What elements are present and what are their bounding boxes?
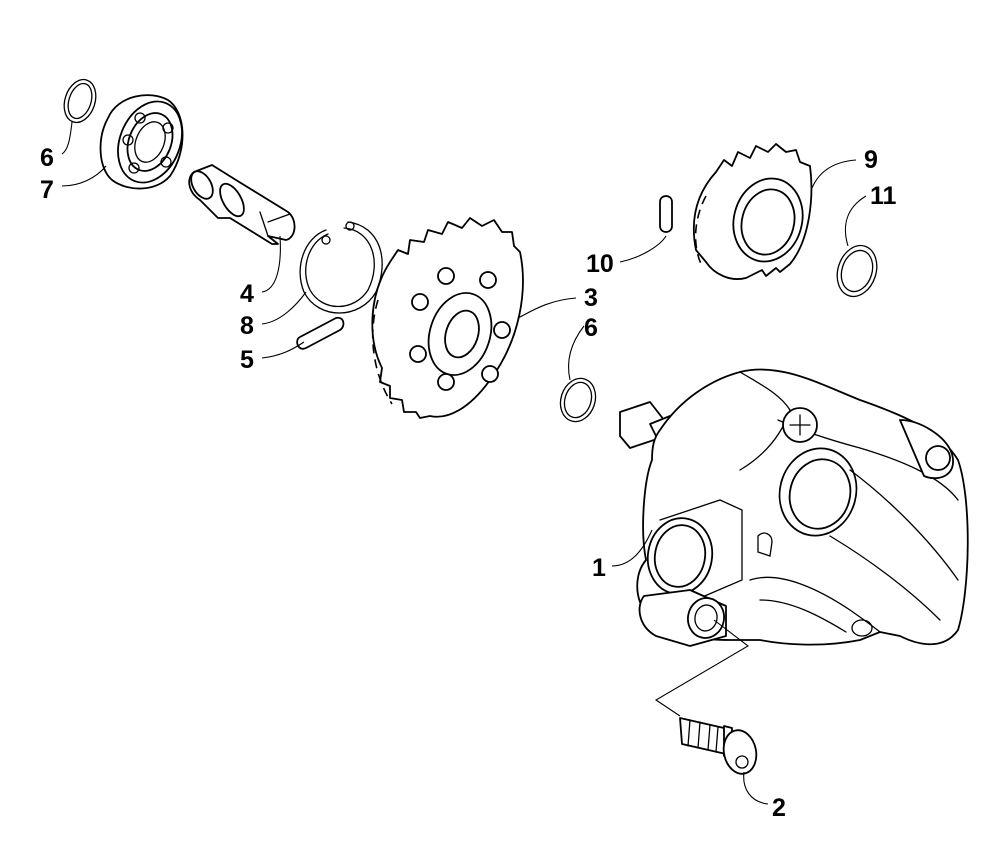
callout-4: 4 <box>240 280 254 308</box>
snap-ring-6-upper[interactable] <box>59 75 101 126</box>
callout-5: 5 <box>240 346 254 374</box>
callout-6-upper: 6 <box>40 144 54 172</box>
callout-3: 3 <box>584 284 598 312</box>
callout-1: 1 <box>592 554 606 582</box>
snap-ring-11[interactable] <box>831 240 883 301</box>
pin-10[interactable] <box>659 195 673 233</box>
pump-housing-1[interactable] <box>619 368 969 647</box>
snap-ring-6-lower[interactable] <box>555 374 601 426</box>
bolt-2[interactable] <box>679 717 760 777</box>
ball-bearing-7[interactable] <box>99 92 194 192</box>
callout-9: 9 <box>864 146 878 174</box>
driven-gear-9[interactable] <box>692 143 813 280</box>
callout-labels: 6 7 4 8 5 3 6 10 9 11 1 2 <box>40 144 897 822</box>
callout-6-lower: 6 <box>584 314 598 342</box>
callout-8: 8 <box>240 312 254 340</box>
drive-gear-3[interactable] <box>371 217 524 419</box>
circlip-8[interactable] <box>299 221 383 314</box>
pin-5[interactable] <box>296 316 345 350</box>
leader-lines <box>61 121 867 805</box>
callout-7: 7 <box>40 176 54 204</box>
callout-11: 11 <box>870 182 897 210</box>
callout-2: 2 <box>772 794 786 822</box>
shaft-4[interactable] <box>187 164 296 245</box>
callout-10: 10 <box>586 250 614 278</box>
